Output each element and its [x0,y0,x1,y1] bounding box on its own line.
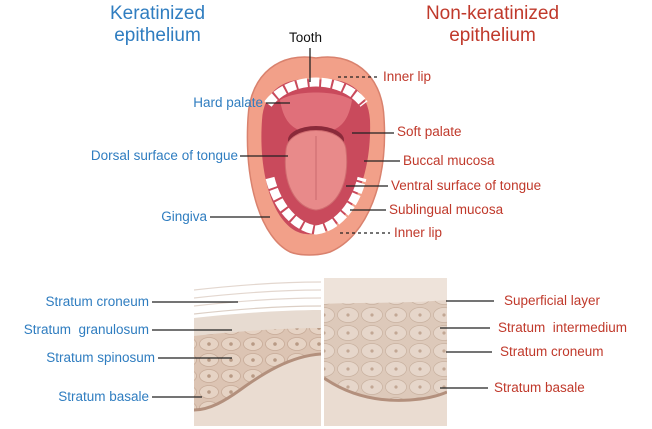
keratinized-tissue-panel [194,278,321,426]
keratinized-header: Keratinized epithelium [80,3,235,47]
non-keratinized-tissue-panel [324,278,447,426]
lower-teeth [265,176,367,235]
label-stratum-croneum-non-keratinized: Stratum croneum [500,344,604,359]
label-dorsal-surface-of-tongue: Dorsal surface of tongue [90,148,238,163]
mouth-leader-lines [210,48,400,234]
label-gingiva: Gingiva [161,209,207,224]
label-stratum-intermedium: Stratum intermedium [498,320,628,335]
keratinized-header-line2: epithelium [114,25,201,46]
label-sublingual-mucosa: Sublingual mucosa [389,202,504,217]
non-keratinized-header-line1: Non-keratinized [425,3,560,24]
hard-palate-shape [280,92,352,134]
non-keratinized-header: Non-keratinized epithelium [410,3,575,47]
mouth-illustration [246,56,386,256]
label-stratum-basale-non-keratinized: Stratum basale [494,380,585,395]
non-keratinized-header-line2: epithelium [449,25,536,46]
label-tooth: Tooth [289,30,323,45]
keratinized-header-line1: Keratinized [109,3,206,24]
label-inner-lip-top: Inner lip [383,69,432,84]
label-superficial-layer: Superficial layer [504,293,601,308]
label-buccal-mucosa: Buccal mucosa [403,153,495,168]
label-hard-palate: Hard palate [193,95,263,110]
label-soft-palate: Soft palate [397,124,462,139]
label-stratum-granulosum: Stratum granulosum [23,322,149,337]
label-ventral-surface-of-tongue: Ventral surface of tongue [391,178,542,193]
label-stratum-basale-keratinized: Stratum basale [58,389,149,404]
label-stratum-spinosum: Stratum spinosum [46,350,155,365]
label-stratum-croneum-keratinized: Stratum croneum [45,294,149,309]
label-inner-lip-bottom: Inner lip [394,225,443,240]
tissue-leader-lines [152,300,494,398]
upper-teeth [264,77,368,107]
